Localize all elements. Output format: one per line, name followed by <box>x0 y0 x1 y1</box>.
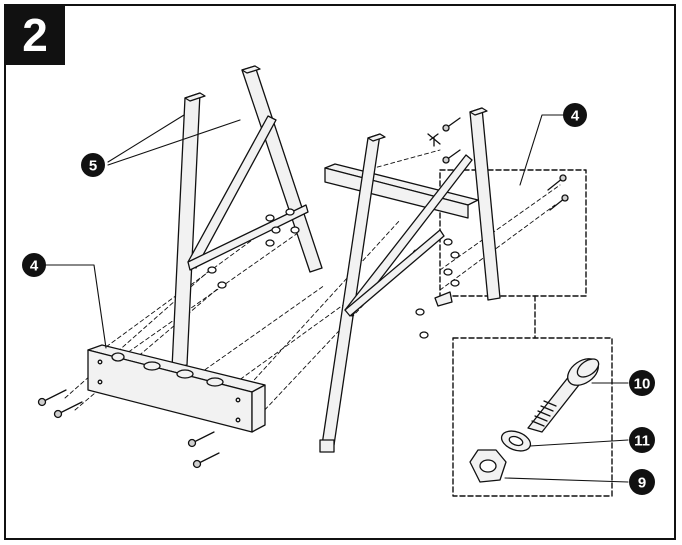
left-panel-bolts <box>37 389 220 469</box>
detail-box-hardware <box>452 337 613 497</box>
leader-lines <box>43 114 629 483</box>
callout-5: 5 <box>81 153 105 177</box>
right-leg-assembly <box>319 107 501 453</box>
callout-4-left-label: 4 <box>30 258 39 275</box>
nut-part-9 <box>469 449 507 483</box>
callout-11: 11 <box>629 427 655 453</box>
callout-9-label: 9 <box>638 475 646 492</box>
callout-4-left: 4 <box>22 253 46 277</box>
washer-part-11 <box>500 430 532 452</box>
nuts-and-washers <box>207 208 460 339</box>
step-number-badge: 2 <box>5 5 65 65</box>
hardware-detail <box>469 358 600 483</box>
left-leg-assembly <box>171 65 323 369</box>
callout-4-right-label: 4 <box>571 108 580 125</box>
callout-10: 10 <box>629 370 655 396</box>
detail-box-upper <box>439 169 587 297</box>
left-end-panel <box>87 344 266 433</box>
callout-10-label: 10 <box>634 376 651 393</box>
diagram-frame <box>4 4 676 540</box>
bolt-part-10 <box>527 358 600 433</box>
callout-11-label: 11 <box>634 433 650 450</box>
callout-9: 9 <box>629 469 655 495</box>
callout-5-label: 5 <box>89 158 97 175</box>
callout-4-right: 4 <box>563 103 587 127</box>
upper-bolts <box>427 117 569 211</box>
